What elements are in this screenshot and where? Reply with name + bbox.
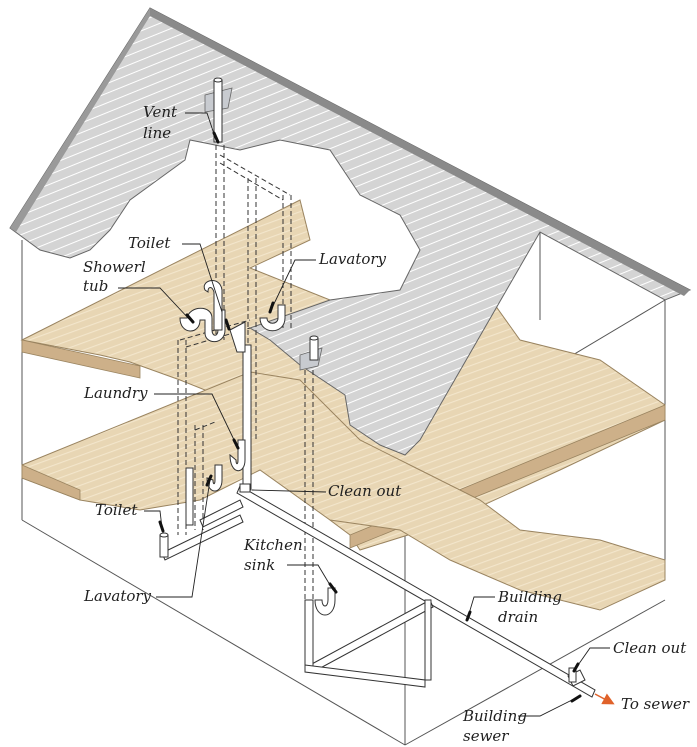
label-lavatory-upper: Lavatory (319, 250, 387, 268)
label-vent-line-2: line (143, 124, 172, 142)
fixture-traps (179, 280, 336, 616)
label-clean-out-lower: Clean out (613, 639, 687, 657)
lower-floor (21, 371, 666, 611)
label-clean-out-upper: Clean out (328, 482, 402, 500)
label-shower-tub-1: Showerl (83, 258, 146, 276)
clean-out-upper-fitting (239, 483, 251, 493)
label-kitchen-sink-2: sink (244, 556, 276, 574)
label-vent-line-1: Vent (143, 103, 178, 121)
label-toilet-upper: Toilet (128, 234, 171, 252)
label-building-sewer-2: sewer (463, 727, 509, 745)
label-to-sewer: To sewer (621, 695, 690, 713)
label-laundry: Laundry (84, 384, 148, 402)
label-toilet-lower: Toilet (95, 501, 138, 519)
label-lavatory-lower: Lavatory (84, 587, 152, 605)
leader-lines (118, 112, 610, 717)
leader-ticks (158, 131, 582, 703)
label-kitchen-sink-1: Kitchen (244, 536, 303, 554)
label-shower-tub-2: tub (83, 277, 109, 295)
label-building-drain-1: Building (498, 588, 562, 606)
drain-pipes (159, 344, 596, 698)
roof (9, 7, 692, 456)
label-building-drain-2: drain (498, 608, 539, 626)
label-building-sewer-1: Building (463, 707, 527, 725)
to-sewer-arrow (594, 693, 615, 705)
